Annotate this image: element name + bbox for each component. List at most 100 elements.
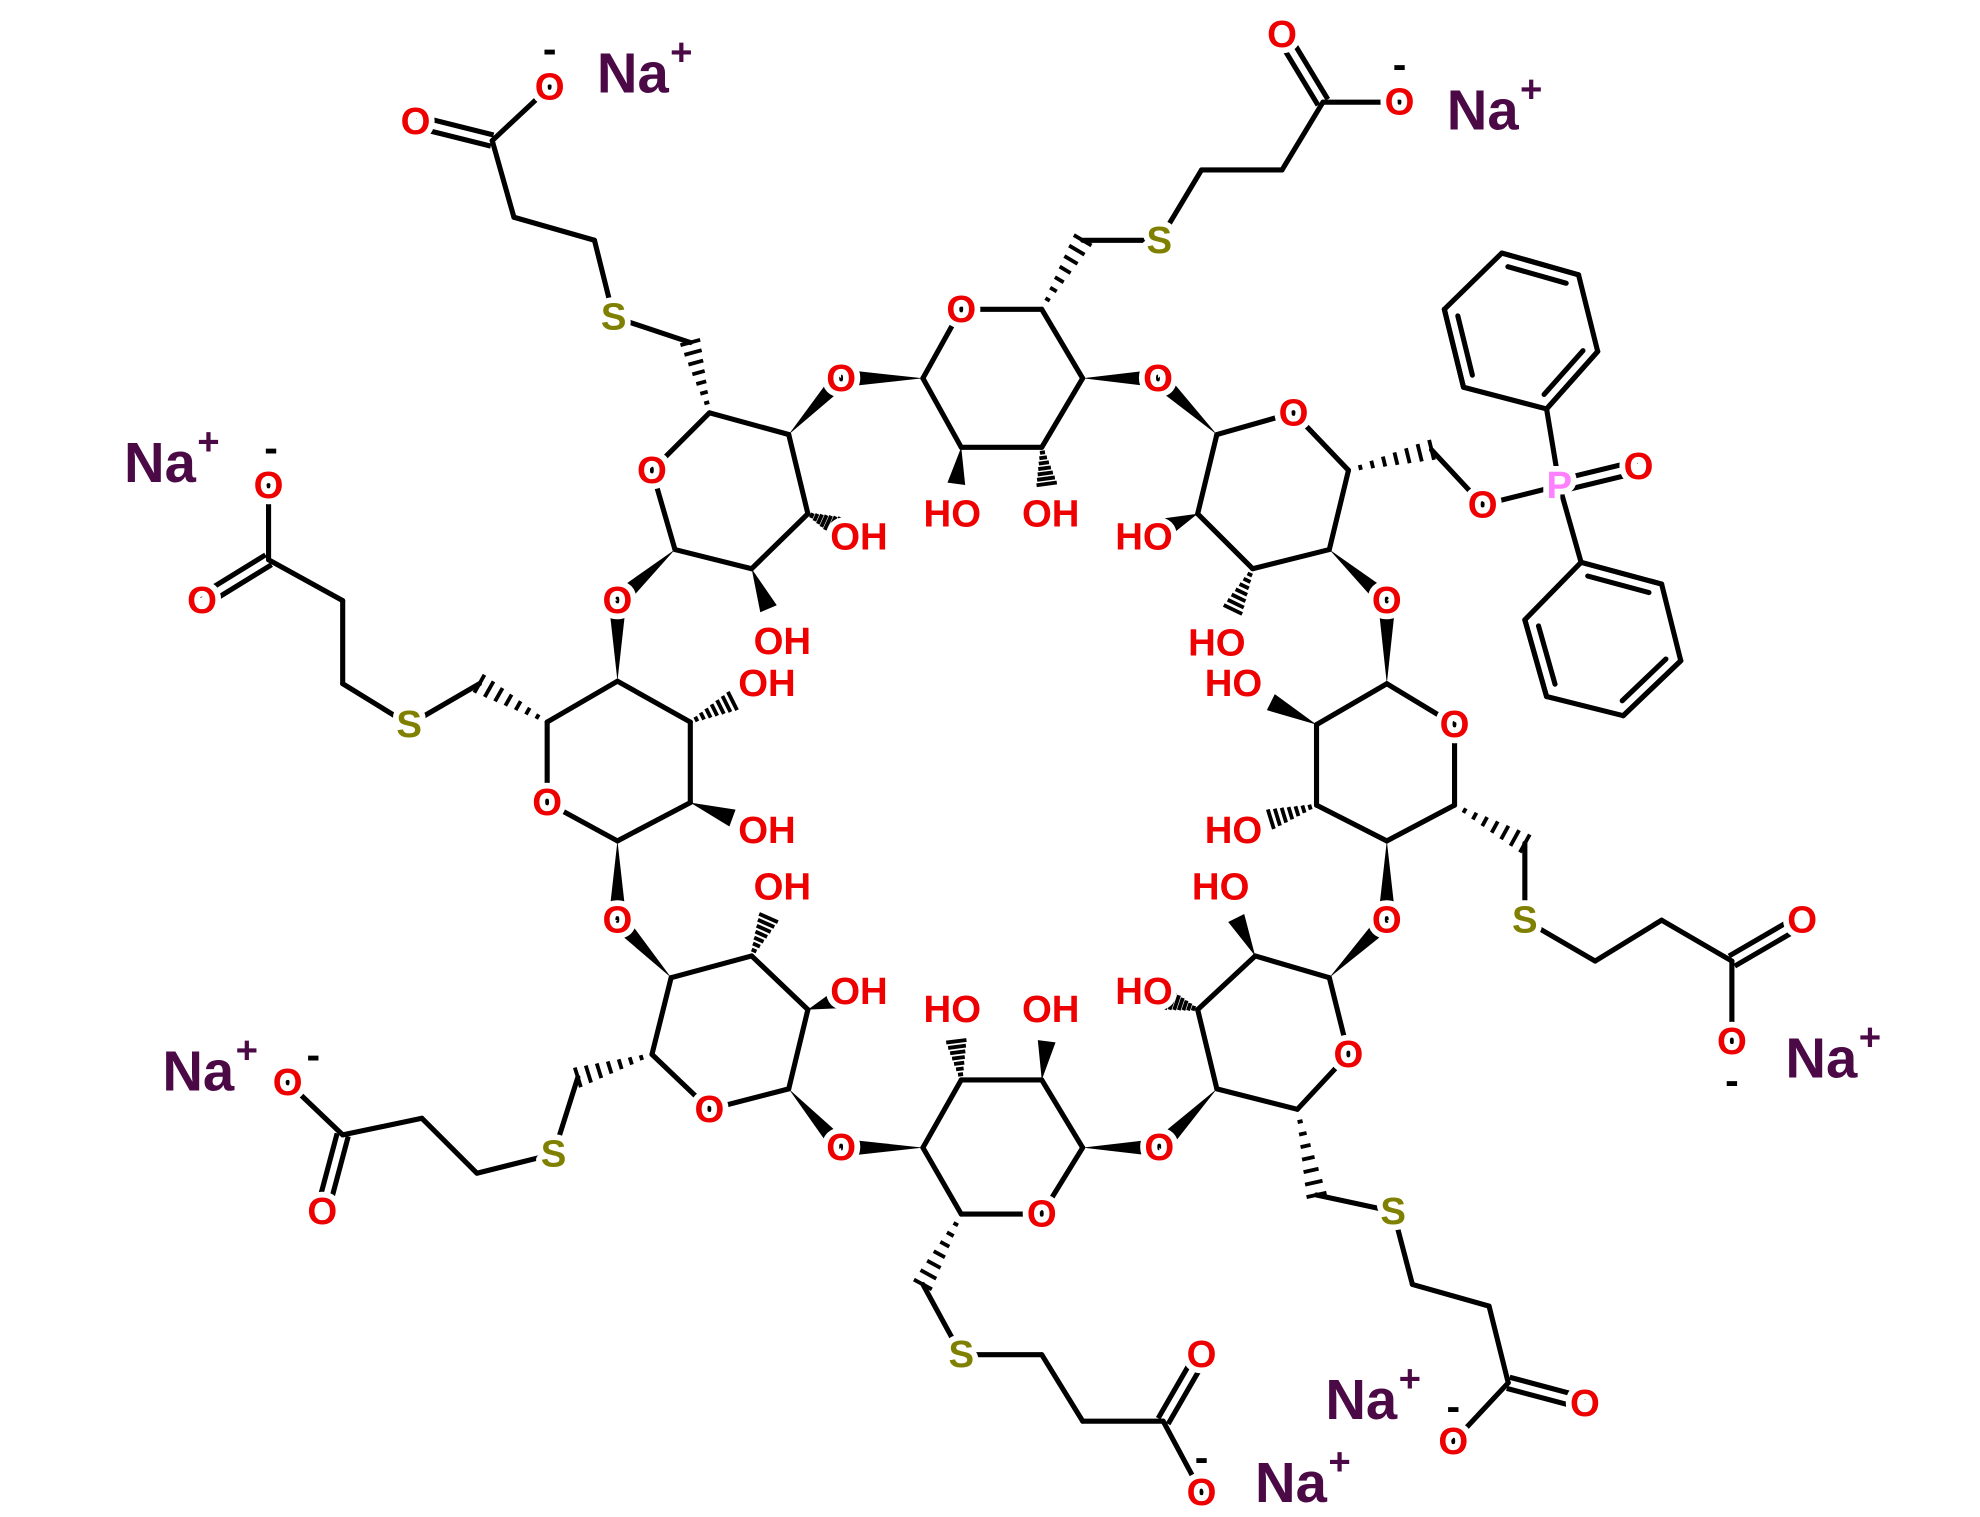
carbonyl-oxygen-label: O bbox=[1787, 899, 1817, 942]
negative-charge: - bbox=[1446, 1383, 1460, 1429]
sodium-ion-label: Na bbox=[124, 431, 197, 494]
double-bond bbox=[197, 552, 267, 598]
hash-bond bbox=[695, 379, 707, 386]
wedge-bond bbox=[1329, 549, 1393, 608]
sodium-ion-label: Na bbox=[1447, 78, 1520, 141]
single-bond bbox=[1522, 917, 1598, 964]
hash-bond bbox=[1279, 807, 1288, 824]
hash-bond bbox=[816, 513, 824, 525]
hash-bond bbox=[1163, 989, 1174, 1011]
hash-bond bbox=[1300, 804, 1307, 814]
negative-charge: - bbox=[1195, 1434, 1209, 1480]
single-bond bbox=[920, 1145, 964, 1217]
single-bond bbox=[1384, 681, 1458, 728]
hash-bond bbox=[1246, 571, 1253, 578]
hash-bond bbox=[1037, 465, 1052, 471]
wedge-bond bbox=[1266, 694, 1317, 725]
single-bond bbox=[406, 681, 482, 728]
hash-bond bbox=[1238, 582, 1250, 591]
sulfur-label: S bbox=[541, 1133, 567, 1176]
sulfur-label: S bbox=[601, 295, 627, 338]
hash-bond bbox=[1369, 460, 1375, 469]
ring-oxygen-label: O bbox=[637, 449, 667, 492]
single-bond bbox=[1290, 410, 1352, 473]
hydroxyl-label: HO bbox=[1192, 865, 1250, 908]
hash-bond bbox=[1272, 808, 1282, 827]
hash-bond bbox=[693, 715, 700, 723]
double-bond bbox=[1535, 623, 1558, 687]
carbonyl-oxygen-label: O bbox=[1267, 13, 1297, 56]
single-bond bbox=[1313, 1192, 1396, 1215]
carboxylate-oxygen-label: O bbox=[1717, 1020, 1747, 1063]
glycosidic-oxygen-label: O bbox=[1143, 357, 1173, 400]
wedge-bond bbox=[1164, 513, 1198, 535]
single-bond bbox=[1160, 1418, 1205, 1496]
single-bond bbox=[1326, 975, 1352, 1057]
hash-bond bbox=[709, 703, 719, 717]
hash-bond bbox=[1301, 1154, 1315, 1162]
hash-bond bbox=[715, 699, 726, 715]
double-bond bbox=[1284, 30, 1331, 101]
ester-oxygen-label: O bbox=[1468, 483, 1498, 526]
single-bond bbox=[1326, 467, 1352, 553]
hash-bond bbox=[1297, 1119, 1304, 1124]
hash-bond bbox=[1307, 804, 1313, 811]
hash-bond bbox=[1190, 1005, 1197, 1012]
positive-charge: + bbox=[1399, 1357, 1421, 1400]
sulfur-label: S bbox=[396, 703, 422, 746]
single-bond bbox=[672, 546, 755, 572]
glycosidic-oxygen-label: O bbox=[1372, 579, 1402, 622]
hash-bond bbox=[1222, 603, 1243, 616]
hash-bond bbox=[952, 1221, 959, 1228]
hash-bond bbox=[1242, 576, 1252, 584]
double-bond bbox=[1585, 573, 1652, 596]
hash-bond bbox=[616, 1058, 624, 1070]
single-bond bbox=[489, 138, 517, 220]
hash-bond bbox=[1381, 456, 1388, 467]
hash-bond bbox=[1036, 475, 1056, 482]
single-bond bbox=[511, 214, 598, 243]
single-bond bbox=[1522, 559, 1584, 623]
carbonyl-oxygen-label: O bbox=[1187, 1333, 1217, 1376]
hash-bond bbox=[1304, 1178, 1323, 1187]
single-bond bbox=[1409, 1281, 1492, 1309]
hash-bond bbox=[1293, 805, 1301, 817]
double-bond bbox=[1506, 1385, 1585, 1412]
hash-bond bbox=[819, 514, 829, 528]
single-bond bbox=[786, 431, 811, 517]
double-bond bbox=[1509, 1374, 1588, 1401]
hydroxyl-label: HO bbox=[1115, 970, 1173, 1013]
single-bond bbox=[1039, 1352, 1086, 1424]
hash-bond bbox=[809, 512, 815, 519]
hydroxyl-label: OH bbox=[738, 662, 796, 705]
single-bond bbox=[706, 410, 792, 438]
single-bond bbox=[1195, 953, 1258, 1013]
wedge-bond bbox=[1228, 913, 1256, 956]
wedge-bond bbox=[1377, 600, 1396, 684]
carboxylate-oxygen-label: O bbox=[1385, 81, 1415, 124]
negative-charge: - bbox=[264, 424, 278, 470]
single-bond bbox=[419, 1115, 480, 1176]
positive-charge: + bbox=[1520, 68, 1542, 111]
wedge-bond bbox=[608, 840, 627, 921]
positive-charge: + bbox=[670, 31, 692, 74]
carboxylate-oxygen-label: O bbox=[1187, 1471, 1217, 1514]
hash-bond bbox=[699, 389, 709, 396]
double-bond bbox=[1560, 469, 1641, 494]
positive-charge: + bbox=[1859, 1016, 1881, 1059]
single-bond bbox=[1480, 483, 1562, 508]
single-bond bbox=[1620, 658, 1684, 719]
ring-oxygen-label: O bbox=[1440, 703, 1470, 746]
wedge-bond bbox=[1037, 1040, 1056, 1080]
hash-bond bbox=[638, 1054, 644, 1061]
ring-oxygen-label: O bbox=[1027, 1193, 1057, 1236]
hash-bond bbox=[534, 713, 541, 720]
wedge-bond bbox=[608, 600, 627, 682]
positive-charge: + bbox=[1328, 1441, 1350, 1484]
single-bond bbox=[340, 681, 412, 728]
hash-bond bbox=[752, 941, 761, 949]
single-bond bbox=[649, 467, 678, 553]
hash-bond bbox=[1037, 470, 1054, 477]
single-bond bbox=[1441, 306, 1467, 390]
